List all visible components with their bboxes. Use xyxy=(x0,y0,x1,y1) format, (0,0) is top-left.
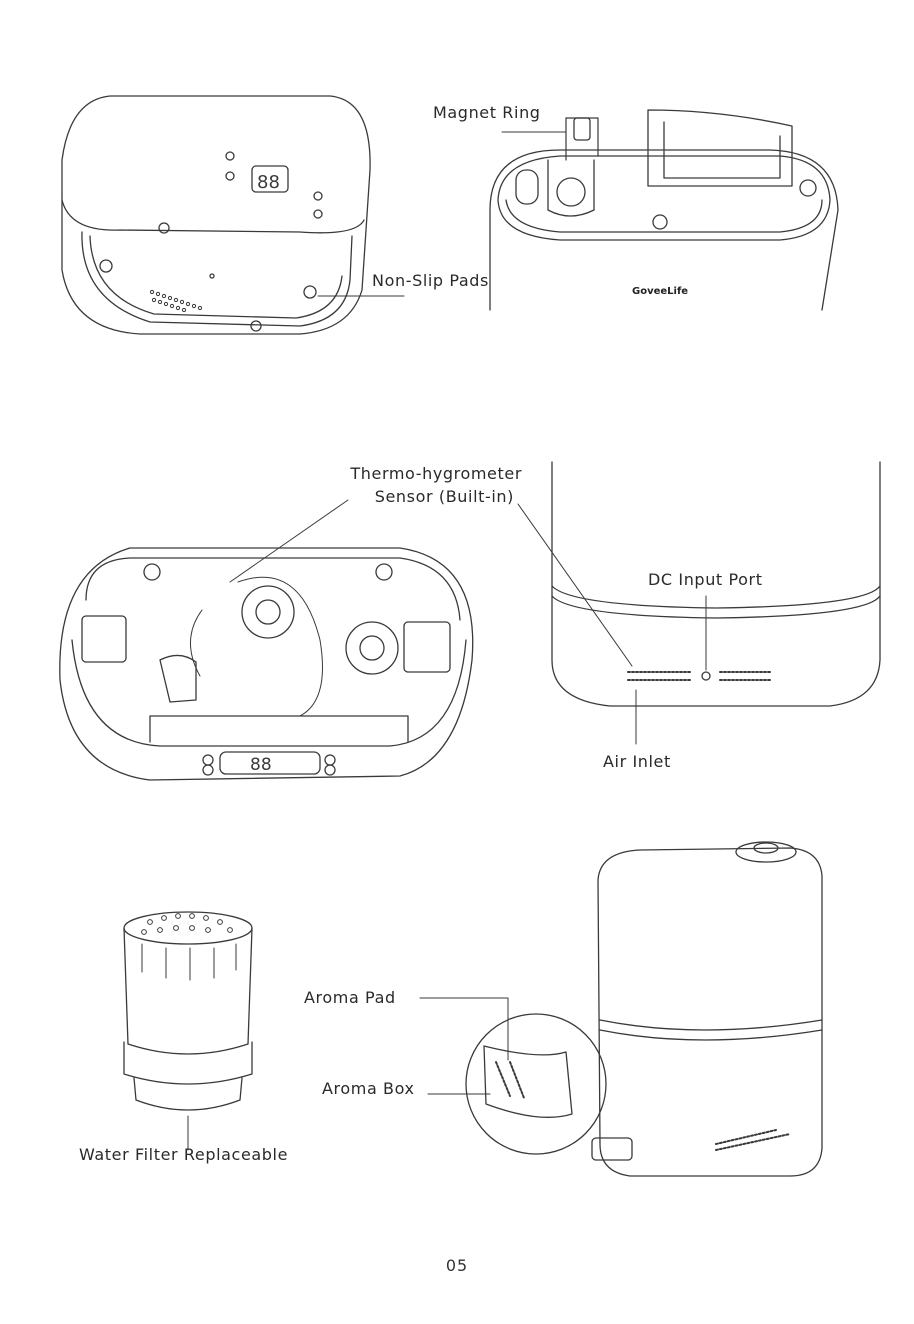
internal-display-digits: 88 xyxy=(250,755,272,775)
non-slip-pads-label: Non-Slip Pads xyxy=(372,271,489,291)
aroma-side-illustration xyxy=(420,842,822,1176)
aroma-box-label: Aroma Box xyxy=(322,1079,415,1099)
underside-display-digits: 88 xyxy=(257,172,280,193)
base-underside-illustration: 88 xyxy=(62,96,404,334)
bottom-side-illustration xyxy=(518,462,880,744)
thermo-sensor-label-line2: Sensor (Built-in) xyxy=(300,487,514,507)
water-filter-illustration xyxy=(124,912,252,1150)
air-inlet-label: Air Inlet xyxy=(603,752,671,772)
brand-logo-text: GoveeLife xyxy=(632,286,688,297)
thermo-sensor-label-line1: Thermo-hygrometer xyxy=(300,464,522,484)
internal-base-illustration: 88 xyxy=(60,500,473,780)
water-filter-label: Water Filter Replaceable xyxy=(79,1145,288,1165)
aroma-pad-label: Aroma Pad xyxy=(304,988,396,1008)
page-number: 05 xyxy=(0,1256,914,1275)
dc-input-port-label: DC Input Port xyxy=(648,570,763,590)
top-view-illustration xyxy=(490,110,838,310)
magnet-ring-label: Magnet Ring xyxy=(433,103,541,123)
